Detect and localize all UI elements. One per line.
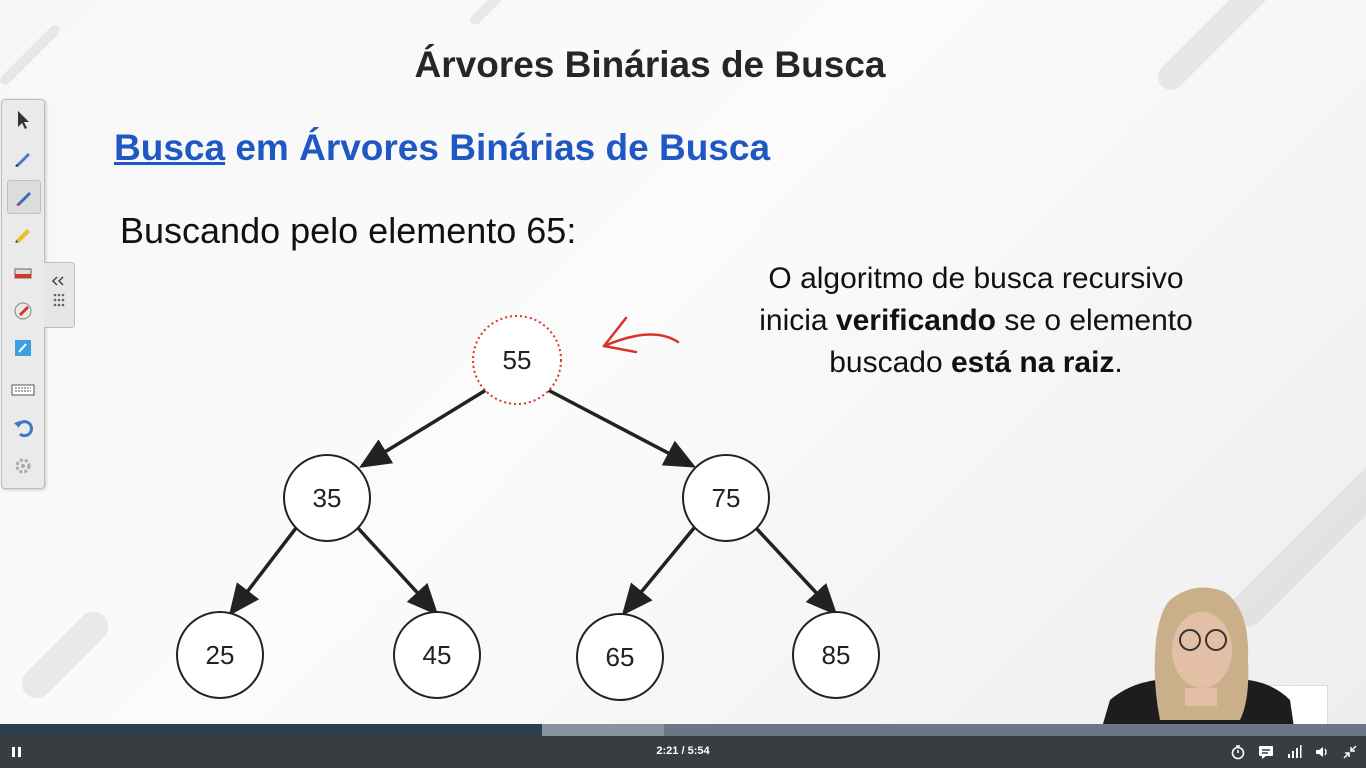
edge-75-85 (754, 526, 838, 616)
slide: Árvores Binárias de Busca Busca em Árvor… (0, 0, 1366, 724)
edge-55-75 (547, 388, 697, 468)
tree-node-65: 65 (576, 613, 664, 701)
subtitle-text: em Árvores Binárias de Busca (225, 127, 771, 168)
text-bold: verificando (835, 304, 996, 337)
eraser-area-icon[interactable] (7, 294, 39, 326)
pen-icon[interactable] (7, 142, 39, 174)
whiteboard-icon[interactable] (7, 332, 39, 364)
signal-quality-icon[interactable] (1286, 744, 1302, 760)
red-arrow-icon (602, 316, 680, 354)
subtitle-link[interactable]: Busca (114, 127, 226, 168)
presenter-video (1090, 580, 1300, 724)
progress-buffered (542, 724, 664, 736)
presenter-image (1102, 587, 1294, 724)
tree-node-25: 25 (176, 611, 264, 699)
tree-node-45: 45 (393, 611, 481, 699)
exit-fullscreen-icon[interactable] (1342, 744, 1358, 760)
node-label-65: 65 (606, 642, 635, 672)
tree-node-75: 75 (682, 454, 770, 542)
node-label-45: 45 (423, 640, 452, 670)
video-controls: 2:21 / 5:54 (0, 736, 1366, 768)
node-label-75: 75 (712, 483, 741, 513)
collapse-chevron-icon (51, 276, 65, 307)
toolbar-collapse-tab[interactable] (44, 262, 75, 328)
tree-node-root: 55 (472, 315, 562, 405)
node-label-85: 85 (822, 640, 851, 670)
edge-55-35 (359, 388, 487, 468)
arrow-cursor-icon[interactable] (7, 104, 39, 136)
pen-active-icon[interactable] (7, 180, 41, 214)
explanation-text: O algoritmo de busca recursivo inicia ve… (716, 258, 1236, 384)
node-label-25: 25 (206, 640, 235, 670)
text-part: se o elemento (995, 304, 1193, 337)
binary-search-tree: 55 35 75 25 45 65 85 (176, 315, 880, 701)
playback-time: 2:21 / 5:54 (656, 745, 710, 757)
edge-75-65 (621, 526, 696, 616)
tree-node-85: 85 (792, 611, 880, 699)
search-heading: Buscando pelo elemento 65: (120, 210, 577, 251)
explanation-line-2: inicia verificando se o elemento (716, 300, 1236, 342)
eraser-icon[interactable] (7, 256, 39, 288)
tree-node-35: 35 (283, 454, 371, 542)
node-label-root: 55 (503, 345, 532, 375)
text-part: . (1114, 346, 1123, 379)
edge-35-45 (356, 526, 439, 616)
progress-played (0, 724, 543, 736)
undo-icon[interactable] (7, 412, 39, 444)
volume-icon[interactable] (1314, 744, 1330, 760)
explanation-line-3: buscado está na raiz. (716, 342, 1236, 384)
text-part: inicia (759, 304, 836, 337)
highlighter-icon[interactable] (7, 218, 39, 250)
tree-edges (228, 388, 838, 616)
slide-title: Árvores Binárias de Busca (414, 44, 886, 85)
pause-icon[interactable] (9, 744, 25, 760)
timer-icon[interactable] (1230, 744, 1246, 760)
captions-icon[interactable] (1258, 744, 1274, 760)
node-label-35: 35 (313, 483, 342, 513)
slide-subtitle: Busca em Árvores Binárias de Busca (114, 127, 770, 169)
annotation-toolbar (1, 99, 45, 489)
settings-icon[interactable] (7, 450, 39, 482)
text-part: buscado (829, 346, 951, 379)
text-bold: está na raiz (951, 346, 1115, 379)
explanation-line-1: O algoritmo de busca recursivo (768, 262, 1184, 295)
video-progress-bar[interactable] (0, 724, 1366, 736)
keyboard-icon[interactable] (7, 374, 39, 406)
edge-35-25 (228, 526, 298, 616)
